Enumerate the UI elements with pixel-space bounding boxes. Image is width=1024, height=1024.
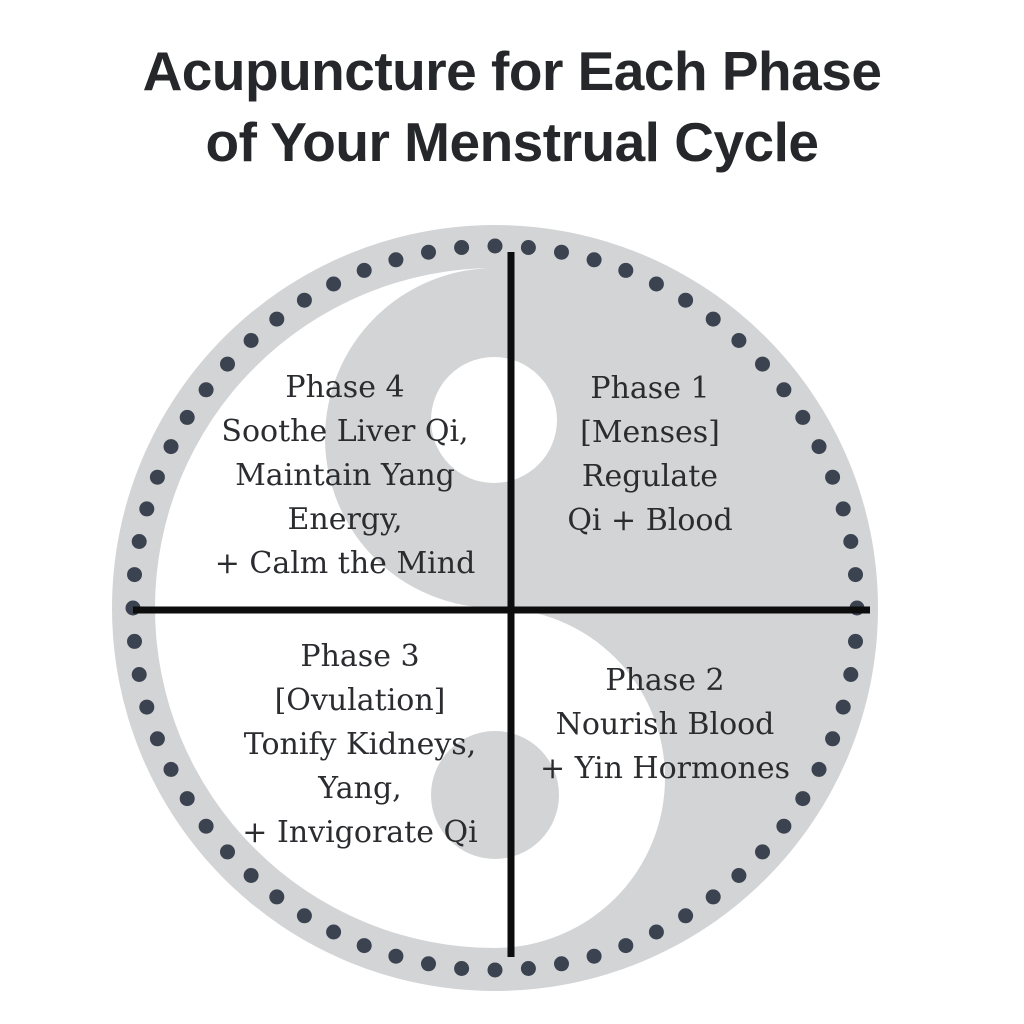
ring-dot (326, 924, 342, 940)
ring-dot (776, 382, 792, 398)
ring-dot (269, 311, 285, 327)
ring-dot (618, 262, 634, 278)
phase2-line: Phase 2 (605, 663, 725, 698)
ring-dot (269, 889, 285, 905)
yin-dot-icon (431, 731, 559, 859)
quadrant-phase2-label: Phase 2 Nourish Blood + Yin Hormones (540, 659, 790, 791)
ring-dot (705, 889, 721, 905)
ring-dot (678, 292, 694, 308)
ring-dot (139, 501, 155, 517)
ring-dot (454, 961, 470, 976)
ring-dot (487, 238, 503, 254)
phase4-line: Soothe Liver Qi, (221, 414, 469, 449)
ring-dot (648, 276, 664, 292)
ring-dot (220, 356, 235, 372)
ring-dot (520, 240, 536, 255)
ring-dot (843, 667, 859, 682)
ring-dot (825, 731, 841, 747)
phase4-line: Phase 4 (285, 370, 405, 405)
ring-dot (179, 791, 195, 807)
phase2-line: Nourish Blood (555, 707, 775, 742)
phase3-line: Tonify Kidneys, (243, 727, 477, 762)
ring-dot (755, 356, 770, 372)
ring-dot (825, 469, 841, 485)
page-title-line1: Acupuncture for Each Phase (142, 40, 882, 102)
phase1-line: [Menses] (580, 415, 720, 450)
ring-dot (131, 667, 147, 682)
yang-dot-icon (431, 357, 557, 483)
ring-dot (421, 956, 436, 972)
ring-dot (843, 534, 859, 549)
phase4-line: Maintain Yang (235, 458, 455, 493)
ring-dot (520, 961, 536, 976)
ring-dot (356, 262, 372, 278)
ring-dot (421, 244, 436, 260)
ring-dot (454, 240, 470, 255)
ring-dot (139, 699, 155, 715)
phase4-line: + Calm the Mind (214, 546, 476, 581)
page-title: Acupuncture for Each Phase of Your Menst… (0, 36, 1024, 178)
ring-dot (131, 534, 147, 549)
phase3-line: [Ovulation] (274, 683, 446, 718)
quadrant-phase3-label: Phase 3 [Ovulation] Tonify Kidneys, Yang… (242, 635, 477, 855)
phase3-line: Phase 3 (300, 639, 420, 674)
ring-dot (487, 962, 503, 978)
ring-dot (776, 818, 792, 834)
ring-dot (755, 844, 770, 860)
ring-dot (326, 276, 342, 292)
ring-dot (296, 908, 312, 924)
ring-dot (795, 409, 811, 425)
ring-dot (618, 938, 634, 954)
ring-dot (835, 501, 851, 517)
ring-dot (388, 252, 404, 268)
ring-dot (586, 252, 602, 268)
ring-dot (149, 731, 165, 747)
ring-dot (731, 868, 747, 883)
ring-dot (648, 924, 664, 940)
ring-dot (848, 633, 863, 649)
ring-dot (220, 844, 235, 860)
ring-dot (388, 948, 404, 964)
ring-dot (243, 333, 259, 348)
ring-dot (296, 292, 312, 308)
ring-dot (163, 761, 179, 777)
ring-dot (127, 567, 142, 583)
ring-dot (678, 908, 694, 924)
ring-dot (835, 699, 851, 715)
phase1-line: Phase 1 (590, 371, 710, 406)
ring-dot (149, 469, 165, 485)
phase4-line: Energy, (287, 502, 403, 537)
phase1-line: Regulate (581, 459, 719, 494)
ring-dot (848, 567, 863, 583)
ring-dot (554, 244, 569, 260)
ring-dot (811, 761, 827, 777)
phase1-line: Qi + Blood (567, 503, 733, 538)
phase2-line: + Yin Hormones (540, 751, 790, 786)
ring-dot (554, 956, 569, 972)
ring-dot (586, 948, 602, 964)
ring-dot (705, 311, 721, 327)
phase3-line: + Invigorate Qi (242, 815, 478, 850)
ring-dot (356, 938, 372, 954)
ring-dot (179, 409, 195, 425)
ring-dot (795, 791, 811, 807)
ring-dot (163, 439, 179, 455)
ring-dot (243, 868, 259, 883)
quadrant-phase4-label: Phase 4 Soothe Liver Qi, Maintain Yang E… (215, 366, 476, 586)
ring-dot (811, 439, 827, 455)
page-title-line2: of Your Menstrual Cycle (205, 111, 820, 173)
quadrant-phase1-label: Phase 1 [Menses] Regulate Qi + Blood (567, 367, 732, 543)
ring-dot (731, 333, 747, 348)
ring-dot (198, 818, 214, 834)
ring-dot (127, 633, 142, 649)
dotted-ring-icon (125, 238, 865, 978)
phase3-line: Yang, (318, 771, 402, 806)
ring-dot (198, 382, 214, 398)
